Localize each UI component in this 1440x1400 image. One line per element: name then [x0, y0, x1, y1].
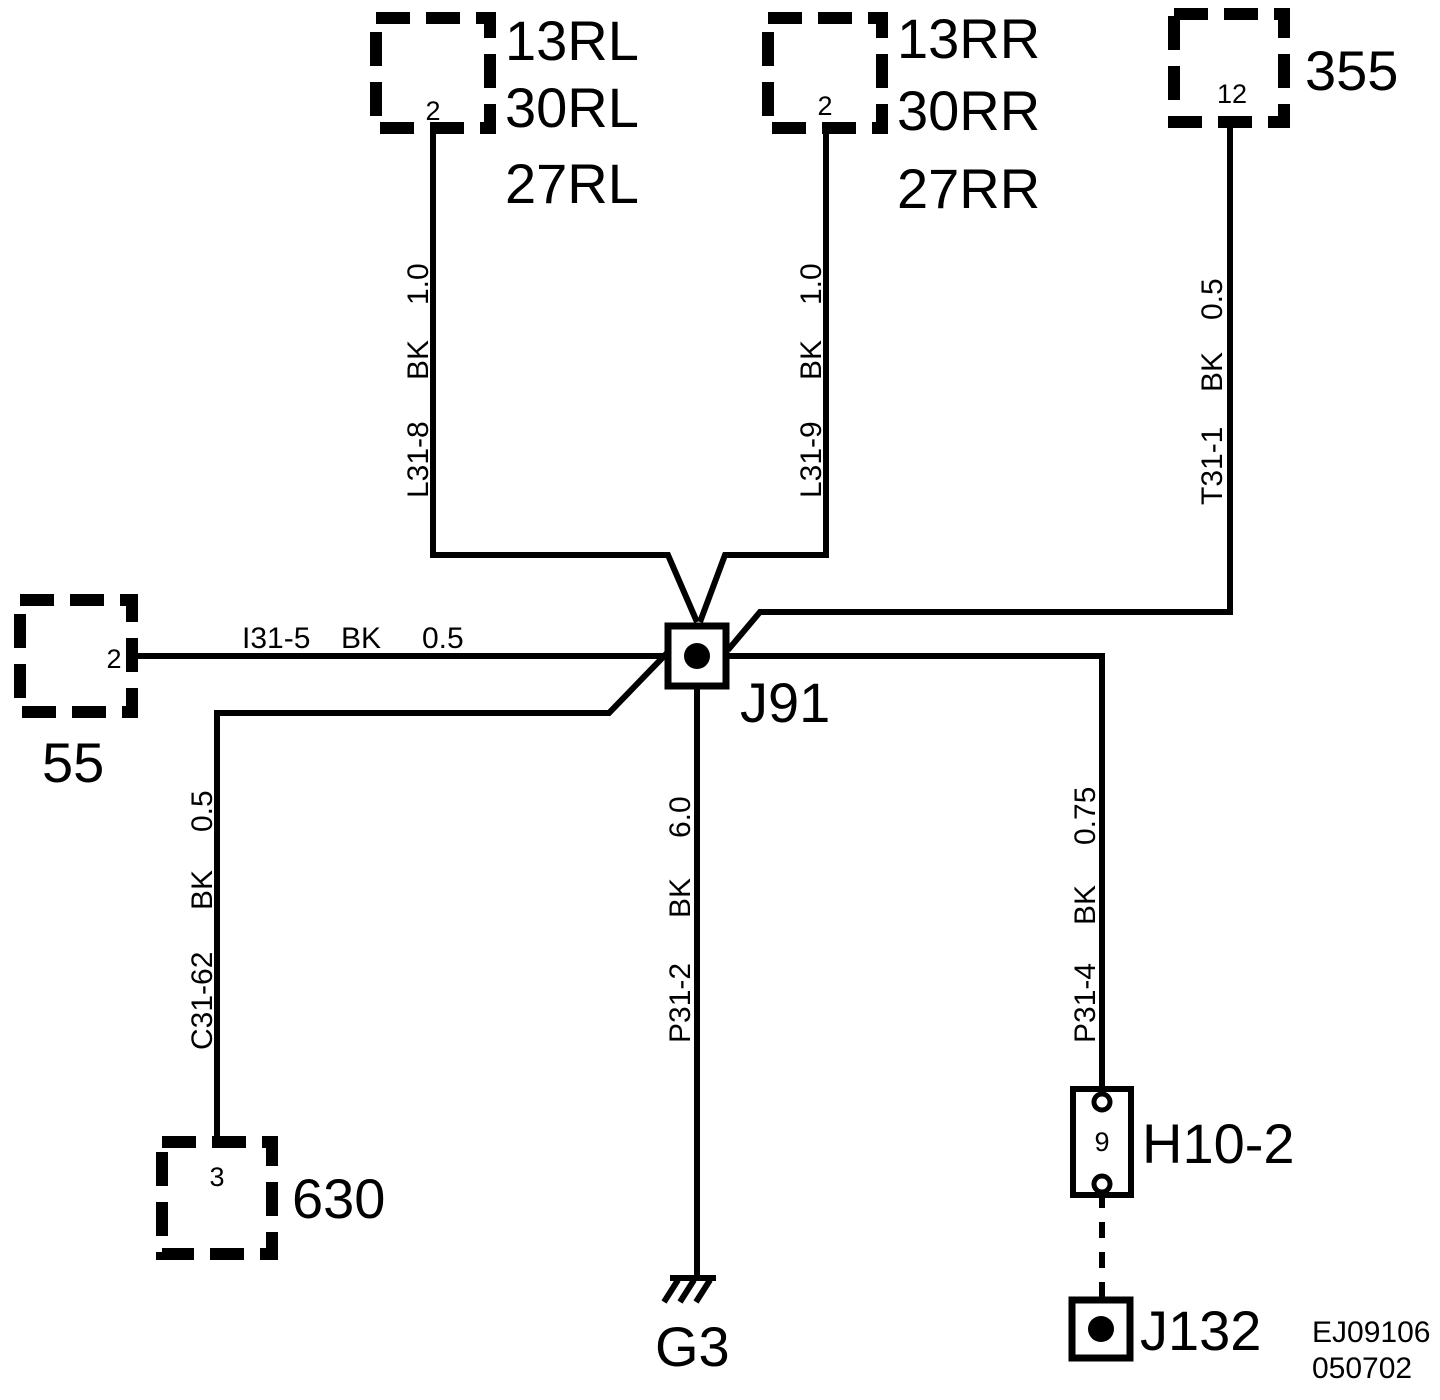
connector-630-pin: 3: [209, 1162, 224, 1192]
wire-label-l31-9-size: 1.0: [795, 263, 828, 305]
splice-j132-box: [1068, 1296, 1134, 1362]
ground-g3-tick-3: [693, 1278, 713, 1304]
wire-label-i31-5-color: BK: [341, 622, 381, 655]
diagram-date: 050702: [1312, 1352, 1412, 1385]
connector-13rl-label-2: 30RL: [505, 76, 639, 139]
wire-label-p31-4-size: 0.75: [1069, 787, 1102, 845]
wire-label-p31-4-id: P31-4: [1069, 963, 1102, 1043]
wire-label-p31-4-color: BK: [1069, 885, 1102, 925]
connector-55-label: 55: [42, 731, 104, 794]
connector-355-label: 355: [1305, 39, 1398, 102]
connector-13rl[interactable]: 2: [370, 12, 496, 134]
wire-label-p31-2-id: P31-2: [664, 963, 697, 1043]
connector-13rr-box: [762, 12, 888, 134]
diagram-code: EJ09106: [1312, 1316, 1430, 1349]
connector-h10-2-pin-bottom: [1091, 1173, 1113, 1195]
wire-label-p31-2-size: 6.0: [664, 796, 697, 838]
connector-13rr-label-2: 30RR: [897, 79, 1040, 142]
connector-13rl-label-1: 13RL: [505, 9, 639, 72]
wire-label-t31-1-color: BK: [1196, 352, 1229, 392]
wire-label-c31-62-size: 0.5: [186, 790, 219, 832]
connector-13rr-label-3: 27RR: [897, 157, 1040, 220]
wire-label-t31-1-id: T31-1: [1196, 427, 1229, 505]
connector-13rr-pin: 2: [817, 91, 832, 121]
wire-t31-1: [725, 122, 1233, 652]
wire-label-p31-2-color: BK: [664, 878, 697, 918]
splice-j132[interactable]: [1068, 1296, 1134, 1362]
connector-h10-2[interactable]: 9: [1070, 1086, 1134, 1198]
splice-j91-dot: [684, 643, 710, 669]
wire-label-t31-1: T31-1 BK 0.5: [1196, 278, 1229, 505]
splice-j91-label: J91: [740, 671, 830, 734]
splice-j132-dot: [1088, 1316, 1114, 1342]
connector-h10-2-pin-top: [1091, 1091, 1113, 1113]
connector-355[interactable]: 12: [1168, 8, 1290, 128]
connector-13rr[interactable]: 2: [762, 12, 888, 134]
wire-label-l31-8-size: 1.0: [402, 263, 435, 305]
wire-label-i31-5: I31-5 BK 0.5: [242, 622, 464, 655]
connector-630[interactable]: 3: [156, 1136, 278, 1260]
wire-label-i31-5-id: I31-5: [242, 622, 310, 655]
wire-label-t31-1-size: 0.5: [1196, 278, 1229, 320]
wire-label-c31-62-id: C31-62: [186, 952, 219, 1050]
wire-c31-62: [214, 649, 671, 1142]
connector-h10-2-pin: 9: [1094, 1127, 1109, 1157]
connector-13rl-box: [370, 12, 496, 134]
wire-label-i31-5-size: 0.5: [422, 622, 464, 655]
ground-g3-icon[interactable]: [661, 1275, 716, 1304]
connector-55-pin: 2: [106, 644, 121, 674]
ground-g3-label: G3: [655, 1315, 730, 1378]
splice-j132-label: J132: [1140, 1299, 1261, 1362]
wire-label-l31-9-color: BK: [795, 340, 828, 380]
connector-13rr-label-1: 13RR: [897, 7, 1040, 70]
wire-l31-9: [697, 130, 829, 624]
wire-label-l31-9-id: L31-9: [795, 421, 828, 498]
wire-p31-4: [728, 653, 1105, 1095]
wire-label-l31-8: L31-8 BK 1.0: [402, 263, 435, 498]
wire-label-p31-4: P31-4 BK 0.75: [1069, 787, 1102, 1043]
connector-355-pin: 12: [1217, 79, 1247, 109]
ground-g3-tick-2: [677, 1278, 697, 1304]
connector-h10-2-label: H10-2: [1142, 1112, 1295, 1175]
wire-label-c31-62: C31-62 BK 0.5: [186, 790, 219, 1050]
connector-13rl-label-3: 27RL: [505, 152, 639, 215]
connector-630-label: 630: [292, 1167, 385, 1230]
ground-g3-tick-1: [661, 1278, 681, 1304]
wire-label-c31-62-color: BK: [186, 870, 219, 910]
wire-label-p31-2: P31-2 BK 6.0: [664, 796, 697, 1043]
connector-13rl-pin: 2: [425, 96, 440, 126]
wire-l31-8: [430, 130, 700, 624]
splice-j91[interactable]: [664, 622, 730, 690]
connector-55[interactable]: 2: [14, 594, 138, 718]
wire-label-l31-8-color: BK: [402, 340, 435, 380]
wire-label-l31-8-id: L31-8: [402, 421, 435, 498]
connector-630-box: [156, 1136, 278, 1260]
wire-label-l31-9: L31-9 BK 1.0: [795, 263, 828, 498]
